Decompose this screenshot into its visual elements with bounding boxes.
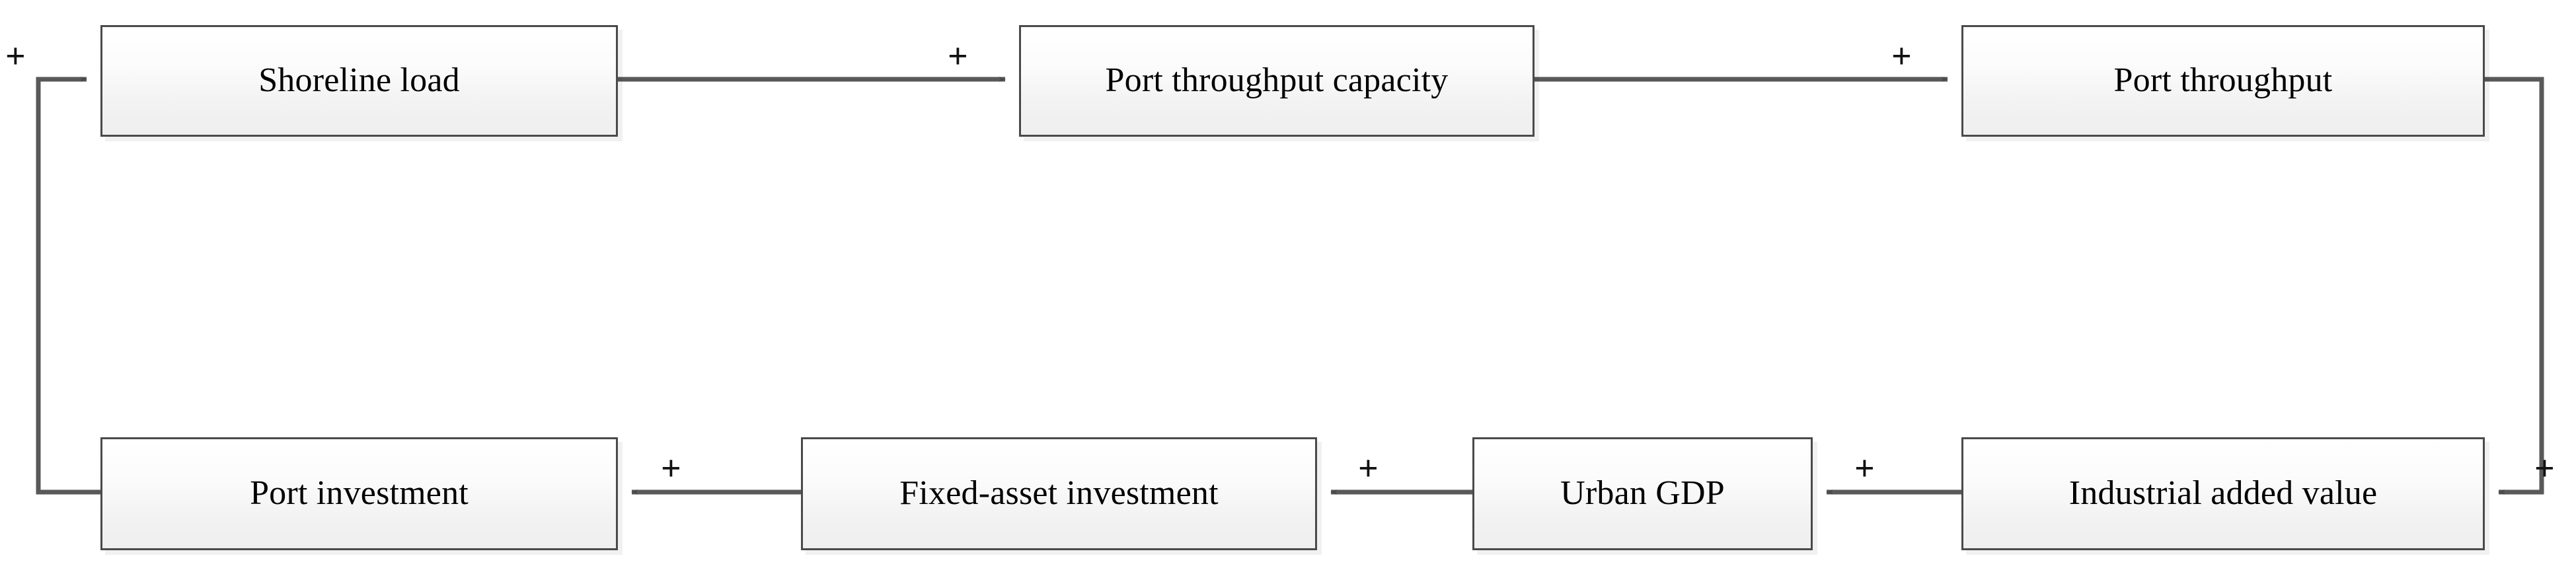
node-label: Port investment xyxy=(250,474,469,513)
edge-sign-gdp-to-fixed-asset: + xyxy=(1358,448,1379,488)
edge-sign-industrial-to-gdp: + xyxy=(1854,448,1875,488)
node-port-investment[interactable]: Port investment xyxy=(100,437,618,550)
edge-sign-fixed-asset-to-port-investment: + xyxy=(661,448,681,488)
node-shoreline-load[interactable]: Shoreline load xyxy=(100,25,618,137)
node-label: Urban GDP xyxy=(1560,474,1725,513)
node-label: Fixed-asset investment xyxy=(899,474,1219,513)
node-port-throughput[interactable]: Port throughput xyxy=(1961,25,2485,137)
node-label: Shoreline load xyxy=(258,61,460,100)
node-industrial-added-value[interactable]: Industrial added value xyxy=(1961,437,2485,550)
node-label: Port throughput xyxy=(2113,61,2333,100)
edge-port-investment-to-shoreline xyxy=(36,77,100,495)
node-label: Port throughput capacity xyxy=(1105,61,1449,100)
edge-sign-shoreline-to-capacity: + xyxy=(948,36,968,76)
edge-throughput-to-industrial xyxy=(2485,77,2544,495)
edge-sign-capacity-to-throughput: + xyxy=(1891,36,1912,76)
node-label: Industrial added value xyxy=(2068,474,2378,513)
node-urban-gdp[interactable]: Urban GDP xyxy=(1472,437,1813,550)
edge-sign-throughput-to-industrial: + xyxy=(2534,448,2555,488)
node-port-throughput-capacity[interactable]: Port throughput capacity xyxy=(1019,25,1534,137)
node-fixed-asset-investment[interactable]: Fixed-asset investment xyxy=(801,437,1317,550)
edge-sign-port-investment-to-shoreline: + xyxy=(5,36,26,76)
